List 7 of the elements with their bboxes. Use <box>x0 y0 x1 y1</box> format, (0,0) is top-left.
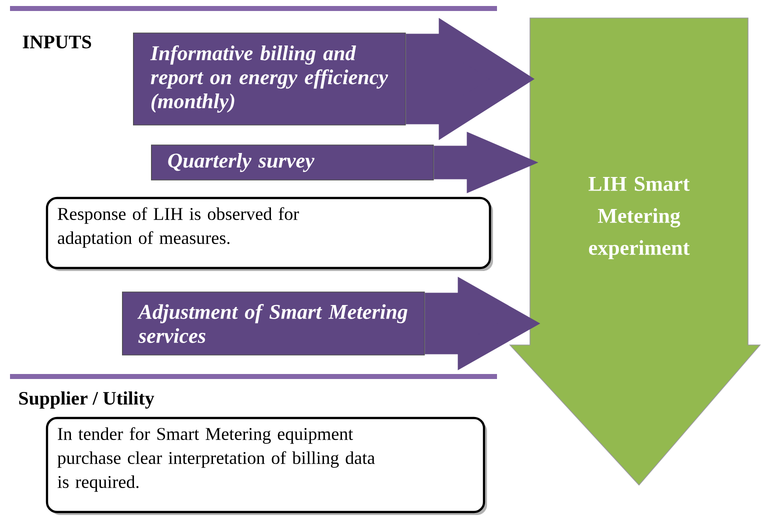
arrow-body: Adjustment of Smart Metering services <box>122 292 425 356</box>
text-box: In tender for Smart Metering equipment purchase clear interpretation of billing data is required. <box>46 416 487 515</box>
text-box: Response of LIH is observed for adaptation of measures. <box>46 196 493 271</box>
arrow-body: Quarterly survey <box>151 144 434 180</box>
arrow-body: Informative billing and report on energy efficiency (monthly) <box>133 32 406 126</box>
section-heading: INPUTS <box>22 36 92 48</box>
section-heading: Supplier / Utility <box>19 391 154 409</box>
